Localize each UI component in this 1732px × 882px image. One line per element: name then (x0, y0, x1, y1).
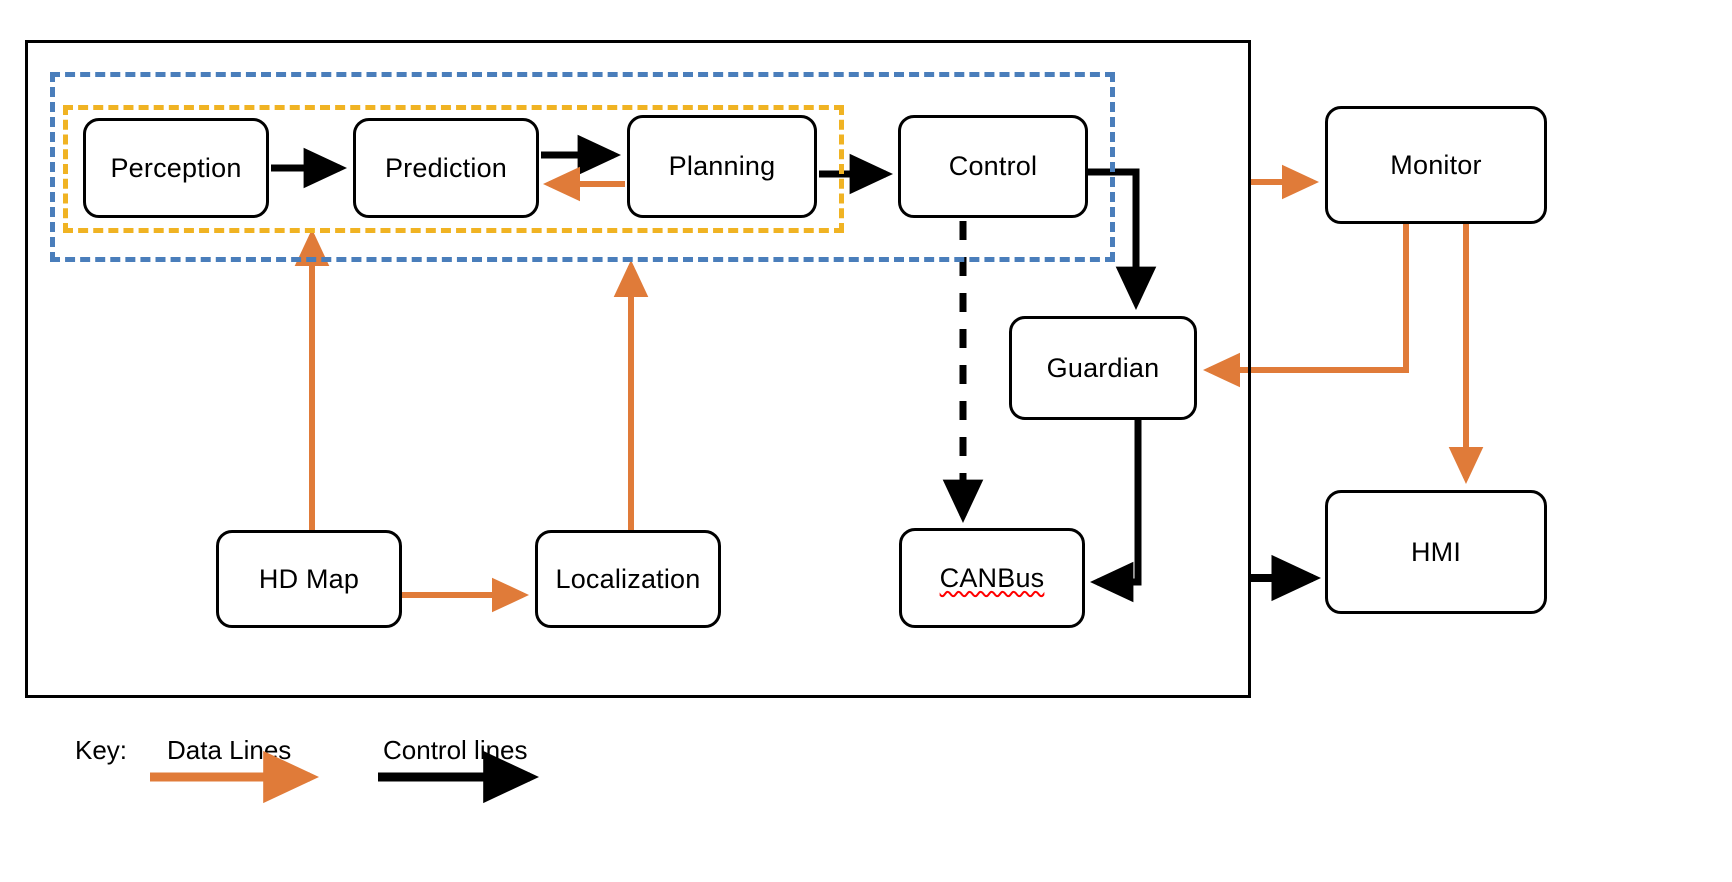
blue-dashed-group (50, 72, 1115, 262)
node-hd-map[interactable]: HD Map (216, 530, 402, 628)
node-monitor[interactable]: Monitor (1325, 106, 1547, 224)
outer-system-boundary (25, 40, 1251, 698)
node-label-planning: Planning (668, 151, 776, 181)
node-hmi[interactable]: HMI (1325, 490, 1547, 614)
node-perception[interactable]: Perception (83, 118, 269, 218)
edge-monitor-to-guardian (1202, 224, 1409, 388)
node-control[interactable]: Control (898, 115, 1088, 218)
node-label-canbus: CANBus (939, 562, 1045, 593)
node-canbus[interactable]: CANBus (899, 528, 1085, 628)
node-label-hd-map: HD Map (258, 563, 360, 594)
node-guardian[interactable]: Guardian (1009, 316, 1197, 420)
yellow-dashed-group (63, 105, 844, 233)
key-label: Key: (75, 735, 128, 765)
node-label-perception: Perception (110, 152, 242, 183)
node-label-prediction: Prediction (384, 152, 508, 183)
key-arrows (150, 750, 540, 804)
node-label-control: Control (948, 151, 1038, 181)
edge-control-to-guardian (1088, 168, 1157, 311)
node-label-hmi: HMI (1410, 536, 1462, 567)
node-planning[interactable]: Planning (627, 115, 817, 218)
key-legend: Key: Data Lines Control lines (0, 715, 1732, 835)
node-label-monitor: Monitor (1390, 149, 1482, 180)
node-localization[interactable]: Localization (535, 530, 721, 628)
node-label-localization: Localization (555, 563, 701, 594)
node-label-guardian: Guardian (1046, 352, 1160, 383)
node-prediction[interactable]: Prediction (353, 118, 539, 218)
edge-guardian-to-canbus (1089, 420, 1142, 603)
